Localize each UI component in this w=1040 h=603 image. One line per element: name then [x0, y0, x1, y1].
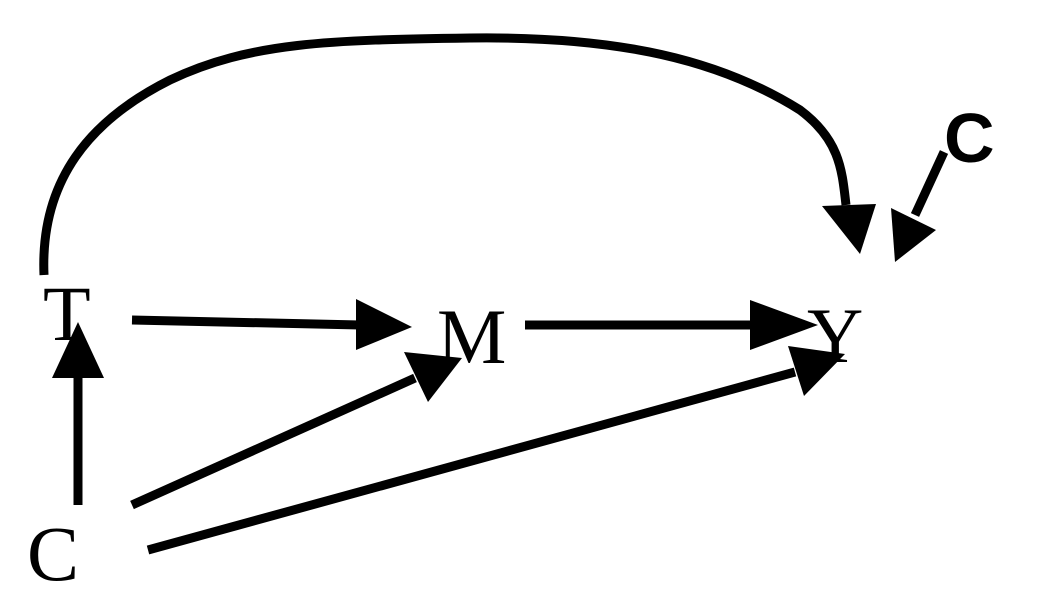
edge-c-to-m — [130, 373, 417, 510]
edge-c-to-y — [146, 367, 797, 555]
node-t: T — [43, 270, 91, 357]
edge-c-top-to-y — [910, 150, 949, 217]
node-c-top-right: C — [944, 99, 995, 177]
node-m: M — [437, 293, 506, 380]
node-c-bottom: C — [27, 510, 79, 597]
arrowhead-t-to-m — [356, 299, 412, 350]
arrowhead-c-to-y — [788, 346, 845, 396]
edge-t-to-y-curved — [39, 33, 851, 276]
edge-t-to-m — [131, 315, 361, 330]
arrowhead-m-to-y — [750, 300, 818, 350]
arrowhead-c-to-t — [52, 322, 104, 378]
arrowhead-c-to-m — [404, 352, 462, 402]
arrowhead-t-to-y-curved — [822, 204, 876, 254]
arrowhead-c-top-to-y — [891, 208, 936, 262]
node-y: Y — [807, 292, 863, 379]
